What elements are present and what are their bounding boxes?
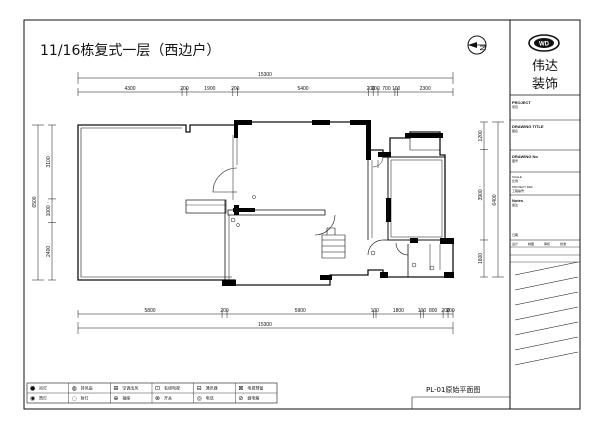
- fixture-icon: [236, 223, 240, 227]
- title-block: [509, 20, 580, 409]
- dim-bottom-total: 15300: [258, 322, 272, 328]
- door-swing-icon: [314, 214, 336, 236]
- dimension-label: 3900: [478, 189, 484, 200]
- dimension-label: 100: [418, 308, 427, 314]
- legend-symbol-icon: ⊞: [113, 385, 118, 392]
- dimension-label: 200: [446, 308, 455, 314]
- dimension-label: 800: [429, 308, 438, 314]
- dimension-label: 200: [371, 86, 380, 92]
- field-drawing-title: DRAWING TITLE: [512, 124, 544, 129]
- field-project-ref: PROJECT REF: [512, 185, 533, 189]
- legend-label: 空调出风: [122, 385, 138, 391]
- dimension-label: 200: [231, 86, 240, 92]
- legend-label: 有线电视: [164, 385, 180, 391]
- legend-symbol-icon: ⊗: [155, 395, 160, 402]
- legend-symbol-icon: ⊠: [238, 385, 243, 392]
- legend-label: 插座: [122, 395, 130, 401]
- sign-col-approve: 批准: [560, 241, 566, 246]
- legend-symbol-icon: ●: [30, 385, 35, 392]
- dimension-label: 2300: [420, 86, 431, 92]
- company-name-line2: 装饰: [532, 77, 558, 92]
- fixture-icon: [411, 262, 417, 268]
- dimension-label: 700: [382, 86, 391, 92]
- legend-symbol-icon: ◍: [72, 385, 77, 392]
- field-drawing-title-sub: 图名: [512, 128, 518, 133]
- legend-label: 射灯: [81, 395, 89, 401]
- legend-symbol-icon: ◉: [30, 395, 35, 402]
- fixture-icon: [230, 217, 236, 223]
- legend-symbol-icon: ◌: [72, 395, 77, 402]
- door-swing-icon: [212, 167, 238, 193]
- sign-col-design: 设计: [512, 241, 518, 246]
- field-scale: SCALE: [512, 175, 522, 179]
- staircase: [321, 227, 346, 259]
- legend-label: 弱电箱: [247, 395, 259, 401]
- legend-label: 通讯器: [206, 385, 218, 391]
- structural-walls: [222, 120, 454, 286]
- legend-symbol-icon: ⊟: [197, 385, 202, 392]
- legend-label: 吊灯: [39, 385, 47, 391]
- legend-label: 开关: [164, 395, 172, 401]
- drawing-title: 11/16栋复式一层（西边户）: [40, 42, 220, 59]
- door-swing-icon: [367, 239, 384, 256]
- dimension-label: 5900: [295, 308, 306, 314]
- legend-symbol-icon: ⊡: [155, 385, 160, 392]
- dimension-lines: [32, 72, 504, 334]
- dimension-label: 200: [220, 308, 229, 314]
- dimension-label: 4300: [124, 86, 135, 92]
- field-project: PROJECT: [512, 100, 531, 105]
- dimension-label: 100: [371, 308, 380, 314]
- field-drawing-no: DRAWING No: [512, 154, 538, 159]
- dimension-label: 1200: [478, 130, 484, 141]
- field-scale-sub: 比例: [512, 178, 518, 183]
- sign-col-check: 审核: [544, 241, 550, 246]
- dimension-label: 1800: [393, 308, 404, 314]
- company-name-line1: 伟达: [532, 59, 558, 74]
- sign-header: 日期: [512, 232, 518, 237]
- title-block-hatching: [514, 261, 579, 366]
- company-logo: WD: [528, 34, 560, 52]
- dimension-label: 5800: [144, 308, 155, 314]
- dim-right-total: 6400: [492, 194, 498, 205]
- dim-top-total: 15300: [258, 72, 272, 78]
- dimension-label: 1000: [46, 205, 52, 216]
- dimension-label: 3100: [46, 156, 52, 167]
- door-swing-icon: [395, 242, 409, 256]
- legend-symbol-icon: ⊕: [113, 395, 118, 402]
- dimension-label: 200: [367, 86, 376, 92]
- dimension-label: 5400: [297, 86, 308, 92]
- legend-label: 电话: [206, 395, 214, 401]
- field-drawing-no-sub: 图号: [512, 158, 518, 163]
- dimension-label: 100: [392, 86, 401, 92]
- dimension-label: 1600: [478, 253, 484, 264]
- legend: ● 吊灯 ◍ 排风扇 ⊞ 空调出风 ⊡ 有线电视 ⊟ 通讯器 ⊠ 电视预留 ◉ 筒灯 ◌ 射灯 ⊕ 插座 ⊗ 开关 ◎ 电…: [26, 382, 278, 404]
- dimension-label: 1900: [204, 86, 215, 92]
- fixture-icon: [429, 265, 435, 271]
- field-project-ref-sub: 工程编号: [512, 188, 524, 193]
- dimension-label: 2400: [46, 246, 52, 257]
- dim-left-total: 6500: [32, 196, 38, 207]
- compass-icon: N: [467, 35, 487, 55]
- legend-symbol-icon: ◎: [197, 395, 202, 402]
- logo-mark: WD: [539, 42, 550, 48]
- floor-plan: [77, 120, 454, 286]
- legend-label: 排风扇: [81, 385, 93, 391]
- fixture-icon: [252, 195, 256, 199]
- field-project-sub: 项目: [512, 105, 518, 109]
- sheet-label: PL-01原始平面图: [426, 385, 480, 394]
- field-notes: Notes: [512, 198, 524, 203]
- field-notes-sub: 备注: [512, 202, 518, 207]
- dimension-label: 200: [180, 86, 189, 92]
- sign-col-draft: 制图: [528, 241, 534, 246]
- legend-symbol-icon: ⊘: [238, 395, 243, 402]
- sheet-frame: [23, 19, 581, 410]
- dimension-label: 200: [441, 308, 450, 314]
- compass-letter: N: [478, 45, 487, 51]
- legend-label: 筒灯: [39, 395, 47, 401]
- legend-label: 电视预留: [247, 385, 263, 391]
- fixture-icon: [370, 250, 376, 256]
